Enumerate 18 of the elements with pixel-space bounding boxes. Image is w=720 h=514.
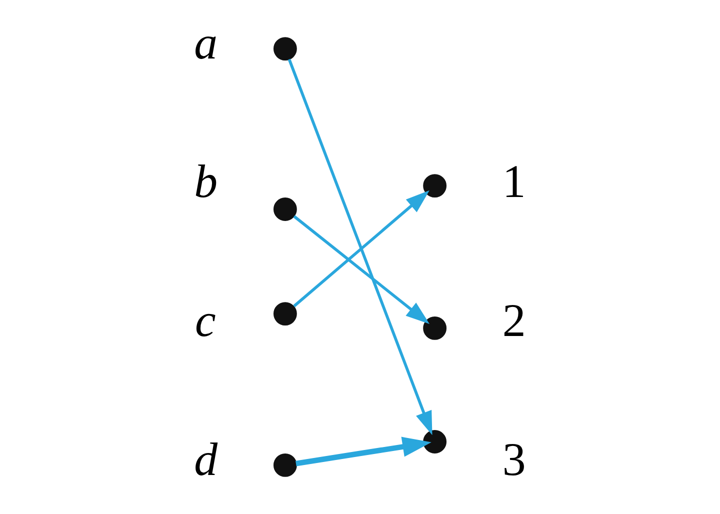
node-circle: [273, 198, 297, 221]
node-circle: [273, 302, 297, 326]
arrow: [288, 58, 432, 436]
node-circle: [423, 430, 447, 454]
node-circle: [423, 174, 447, 198]
node-circle: [423, 316, 447, 340]
arrow: [293, 215, 430, 324]
node-circle: [273, 37, 297, 61]
node-label: b: [194, 156, 218, 208]
node-label: 1: [502, 156, 526, 208]
node-label: c: [195, 294, 216, 347]
node-label: 2: [502, 294, 526, 347]
node-label: a: [194, 17, 218, 70]
node-label: 3: [502, 434, 526, 486]
node-circle: [273, 453, 297, 477]
arrow: [296, 436, 432, 466]
node-label: d: [194, 434, 218, 486]
arrow: [293, 190, 430, 308]
